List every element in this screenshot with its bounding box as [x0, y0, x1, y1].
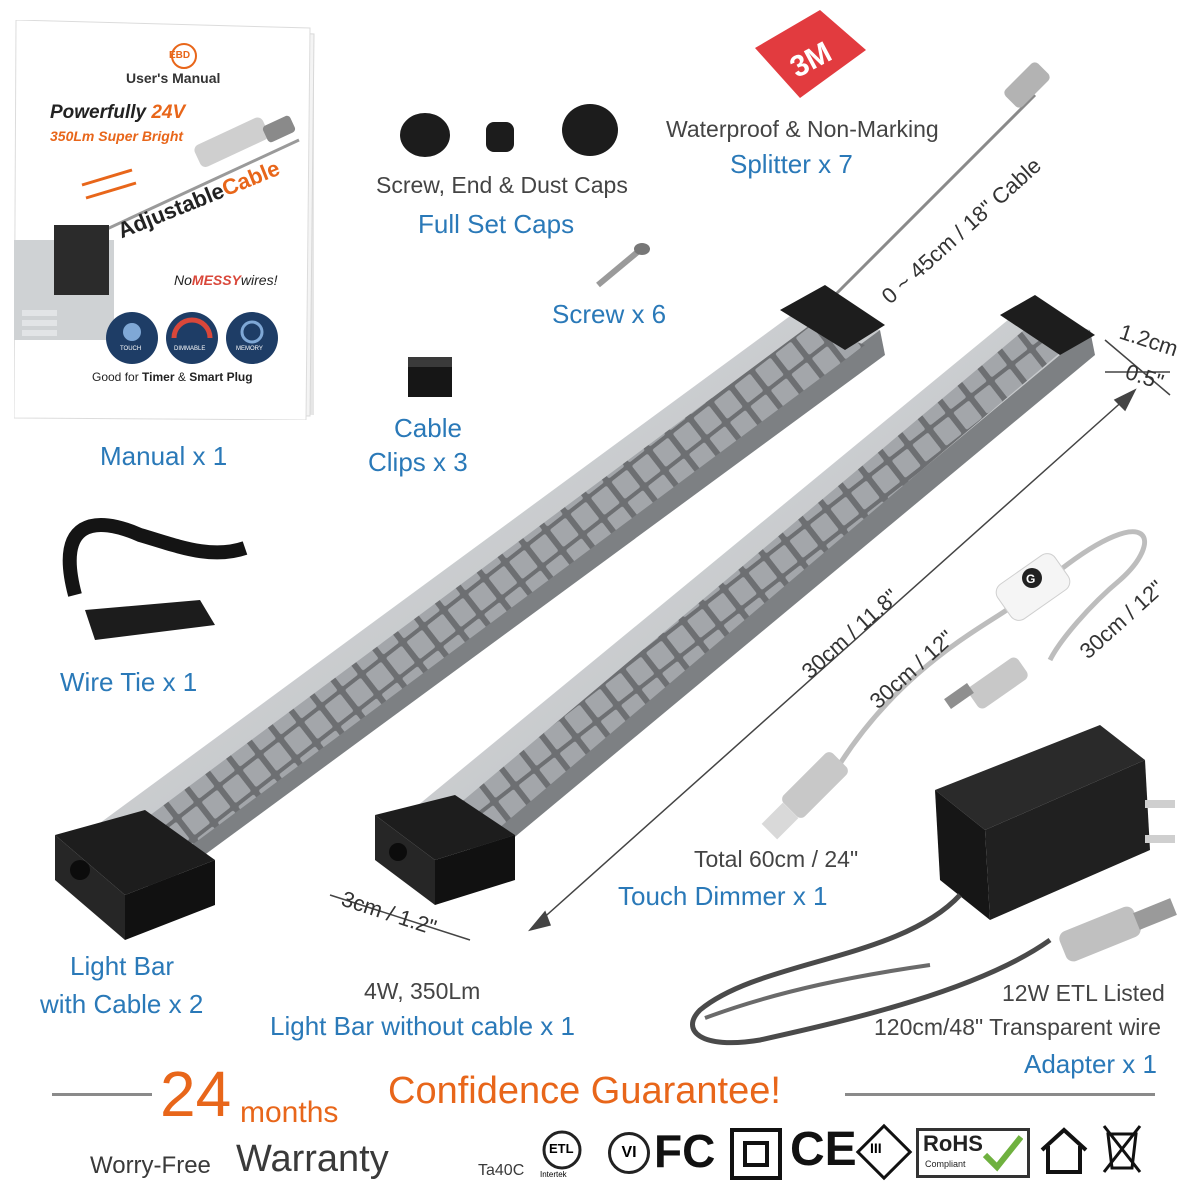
- warranty-text: Warranty: [236, 1138, 389, 1180]
- adapter-label: Adapter x 1: [1024, 1049, 1157, 1079]
- ce-icon: CE: [790, 1123, 857, 1176]
- etl-certification-icon: ETL Intertek: [532, 1128, 592, 1184]
- bar-length-label: 30cm / 11.8": [797, 584, 904, 684]
- dimension-lines: [329, 339, 1171, 941]
- screw-illustration: [596, 243, 650, 288]
- temperature-rating: Ta40C: [478, 1162, 525, 1179]
- manual-headline: Powerfully 24V: [50, 102, 185, 124]
- guarantee-text: Confidence Guarantee!: [388, 1070, 781, 1112]
- worry-free-text: Worry-Free: [90, 1152, 211, 1179]
- banner-rule-left: [52, 1093, 152, 1096]
- adapter-spec-b: 120cm/48" Transparent wire: [874, 1014, 1161, 1040]
- adhesive-pad: 3M: [755, 10, 866, 98]
- dimmer-right-length: 30cm / 12": [1075, 575, 1169, 663]
- light-bar-without-cable: [375, 295, 1095, 905]
- caps-description: Screw, End & Dust Caps: [376, 172, 628, 198]
- dimmer-left-length: 30cm / 12": [865, 625, 959, 713]
- class-three-text: III: [870, 1140, 882, 1156]
- rohs-compliant-text: Compliant: [925, 1159, 966, 1169]
- touch-dimmer-illustration: G: [761, 529, 1147, 840]
- splitter-connector: [1004, 62, 1050, 108]
- cable-clip-illustration: [408, 357, 452, 397]
- light-bar-no-cable-label: Light Bar without cable x 1: [270, 1011, 575, 1041]
- footer-good-for: Good for: [92, 370, 139, 384]
- fcc-icon: FC: [654, 1125, 716, 1177]
- badge-touch: TOUCH: [120, 346, 142, 352]
- rohs-check-icon: [982, 1135, 1023, 1172]
- caps-label: Full Set Caps: [418, 209, 575, 239]
- cable-clips-label-a: Cable: [394, 413, 462, 443]
- dimmer-total-length: Total 60cm / 24": [694, 846, 859, 872]
- weee-recycle-icon: [1102, 1125, 1142, 1173]
- wire-tie-label: Wire Tie x 1: [60, 667, 198, 697]
- wire-tie-illustration: [62, 517, 248, 640]
- banner-rule-right: [845, 1093, 1155, 1096]
- splitter-description: Waterproof & Non-Marking: [666, 116, 939, 142]
- user-manual: EBD User's Manual Powerfully 24V 350Lm S…: [13, 19, 324, 421]
- adapter-spec-a: 12W ETL Listed: [1002, 980, 1165, 1006]
- manual-booklet: [13, 19, 315, 421]
- light-bar-with-cable: [55, 285, 885, 940]
- manual-brightness: 350Lm Super Bright: [50, 128, 184, 144]
- badge-dimmable: DIMMABLE: [174, 346, 206, 352]
- manual-tagline: NoMESSYwires!: [174, 272, 277, 288]
- height-cm-label: 1.2cm: [1116, 319, 1181, 361]
- touch-dimmer-label: Touch Dimmer x 1: [618, 881, 828, 911]
- double-insulation-inner-icon: [743, 1141, 769, 1167]
- warranty-months-word: months: [240, 1096, 339, 1129]
- indoor-use-icon: [1040, 1127, 1088, 1174]
- manual-title: User's Manual: [126, 70, 221, 86]
- cable-clips-label-b: Clips x 3: [368, 447, 468, 477]
- manual-headline-text: Powerfully: [50, 102, 147, 123]
- splitter-label: Splitter x 7: [730, 149, 853, 179]
- screw-label: Screw x 6: [552, 299, 667, 329]
- manual-brand: EBD: [169, 50, 191, 61]
- double-insulation-icon: [730, 1128, 782, 1180]
- tagline-wires: wires!: [240, 272, 278, 288]
- rohs-icon: RoHS Compliant: [916, 1128, 1030, 1178]
- etl-text: ETL: [549, 1141, 574, 1156]
- dimmer-button-label: G: [1026, 572, 1035, 586]
- light-bar-spec: 4W, 350Lm: [364, 978, 481, 1004]
- footer-smart-plug: Smart Plug: [189, 370, 253, 384]
- vi-efficiency-icon: VI: [608, 1132, 650, 1174]
- caps-set: [400, 104, 618, 157]
- height-in-label: 0.5": [1122, 359, 1166, 395]
- warranty-months-number: 24: [160, 1058, 232, 1130]
- manual-footer: Good for Timer & Smart Plug: [92, 370, 253, 384]
- badge-memory: MEMORY: [236, 346, 263, 352]
- tagline-no: No: [174, 272, 192, 288]
- cable-length-label: 0 ~ 45cm / 18" Cable: [877, 153, 1046, 309]
- light-bar-cable-label-a: Light Bar: [70, 951, 175, 981]
- splitter-cable: [833, 93, 1037, 297]
- tagline-messy: MESSY: [191, 272, 241, 288]
- footer-timer: Timer: [142, 370, 175, 384]
- power-adapter-illustration: [690, 725, 1177, 1046]
- rohs-text: RoHS: [923, 1131, 983, 1156]
- footer-and: &: [177, 370, 186, 384]
- intertek-text: Intertek: [540, 1170, 567, 1179]
- manual-headline-voltage: 24V: [151, 102, 186, 123]
- light-bar-cable-label-b: with Cable x 2: [40, 989, 204, 1019]
- manual-label: Manual x 1: [100, 441, 228, 471]
